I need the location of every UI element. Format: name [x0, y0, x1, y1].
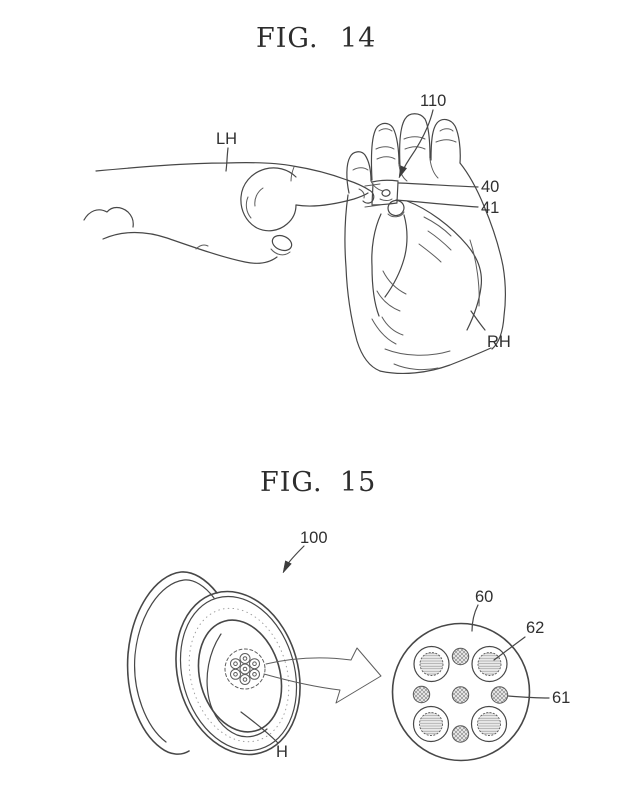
- arrowhead-100: [282, 560, 292, 574]
- fig14-title-number: 14: [340, 23, 376, 54]
- label-41: 41: [481, 199, 499, 217]
- label-60: 60: [475, 588, 493, 606]
- large-electrode-nw: [413, 645, 450, 683]
- large-electrode-sw: [412, 705, 450, 743]
- figure-15: FIG. 15: [126, 467, 570, 762]
- label-62: 62: [526, 619, 544, 637]
- small-electrode-n: [451, 647, 470, 666]
- right-hand-drawing: [344, 113, 506, 375]
- small-electrode-w: [412, 685, 431, 704]
- leader-62: [493, 636, 526, 661]
- label-100: 100: [300, 529, 328, 547]
- leader-40: [398, 182, 479, 188]
- large-electrode-ne: [471, 645, 508, 683]
- leader-lh: [225, 147, 229, 172]
- leader-rh: [470, 310, 486, 331]
- label-110: 110: [420, 92, 446, 110]
- label-61: 61: [552, 689, 570, 707]
- fig15-annotations: 100 H 60 62 61: [240, 529, 570, 761]
- small-electrode-s: [451, 725, 470, 743]
- leader-100: [286, 545, 305, 566]
- sensor-cluster: [230, 653, 260, 685]
- arrowhead-110: [398, 165, 408, 179]
- leader-61: [507, 695, 550, 699]
- fig14-annotations: LH 110 40 41 RH: [216, 92, 511, 351]
- sensor-cluster-outline: [224, 648, 266, 690]
- fig14-title-prefix: FIG.: [256, 23, 319, 54]
- label-lh: LH: [216, 130, 237, 148]
- leader-h: [240, 711, 279, 744]
- magnify-arrow: [263, 647, 382, 704]
- label-h: H: [276, 743, 288, 761]
- ring-drawing: [126, 571, 301, 756]
- finger-ring-drawing: [364, 179, 399, 208]
- label-rh: RH: [487, 333, 511, 351]
- fig15-title-number: 15: [340, 467, 376, 498]
- figure-14: FIG. 14: [83, 23, 511, 375]
- leader-110: [402, 109, 434, 171]
- leader-60: [471, 604, 479, 632]
- left-hand-drawing: [83, 162, 375, 264]
- sensor-face-circle: [391, 622, 531, 762]
- leader-41: [395, 199, 479, 208]
- large-electrode-se: [470, 705, 508, 743]
- fig15-title-prefix: FIG.: [260, 467, 323, 498]
- sensor-detail-drawing: [391, 622, 531, 762]
- small-electrode-e: [490, 686, 509, 704]
- label-40: 40: [481, 178, 499, 196]
- small-electrode-center: [451, 686, 470, 704]
